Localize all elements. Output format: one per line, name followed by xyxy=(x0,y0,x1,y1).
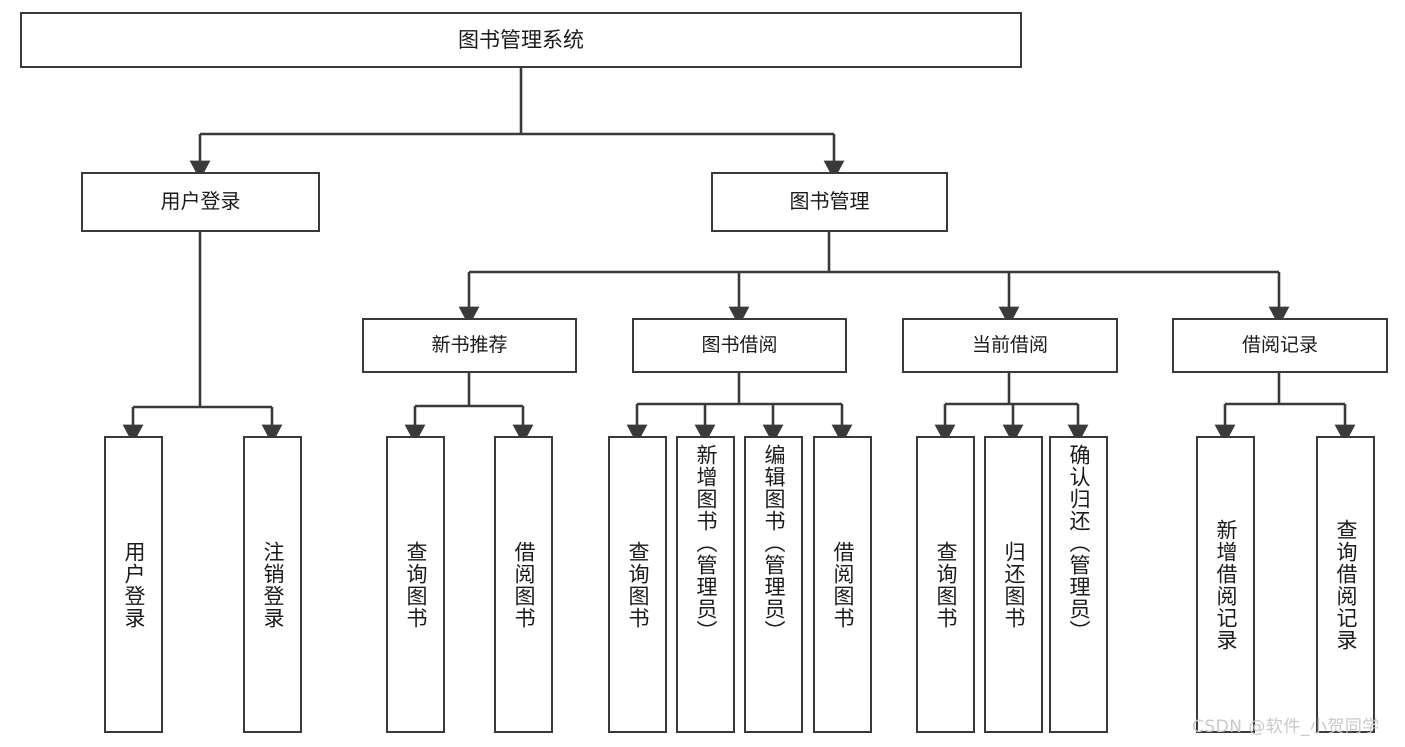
node-leaf-return-book-label: 归还图书 xyxy=(1002,540,1026,629)
node-leaf-confirm-return-label: 确认归还（管理员） xyxy=(1067,444,1091,642)
node-leaf-query-book-3[interactable]: 查询图书 xyxy=(916,436,975,733)
node-user-login-label: 用户登录 xyxy=(160,189,241,214)
node-leaf-borrow-book-2[interactable]: 借阅图书 xyxy=(813,436,872,733)
node-new-book-recommend[interactable]: 新书推荐 xyxy=(362,318,577,373)
node-leaf-query-record[interactable]: 查询借阅记录 xyxy=(1316,436,1375,733)
node-book-management-label: 图书管理 xyxy=(789,189,870,214)
node-leaf-return-book[interactable]: 归还图书 xyxy=(984,436,1043,733)
node-leaf-query-book-2[interactable]: 查询图书 xyxy=(608,436,667,733)
node-borrow-records-label: 借阅记录 xyxy=(1241,334,1318,357)
node-leaf-query-book-2-label: 查询图书 xyxy=(626,540,650,629)
node-leaf-borrow-book-2-label: 借阅图书 xyxy=(831,540,855,629)
node-borrow-records[interactable]: 借阅记录 xyxy=(1172,318,1388,373)
node-root[interactable]: 图书管理系统 xyxy=(20,12,1022,68)
node-leaf-borrow-book-1-label: 借阅图书 xyxy=(512,540,536,629)
node-user-login[interactable]: 用户登录 xyxy=(81,172,320,232)
node-book-borrow-label: 图书借阅 xyxy=(701,334,778,357)
node-leaf-logout-label: 注销登录 xyxy=(261,540,285,629)
node-leaf-query-book-1[interactable]: 查询图书 xyxy=(386,436,445,733)
node-leaf-logout[interactable]: 注销登录 xyxy=(243,436,302,733)
node-leaf-borrow-book-1[interactable]: 借阅图书 xyxy=(494,436,553,733)
node-leaf-add-book[interactable]: 新增图书（管理员） xyxy=(676,436,735,733)
node-new-book-recommend-label: 新书推荐 xyxy=(431,334,508,357)
node-current-borrow[interactable]: 当前借阅 xyxy=(902,318,1118,373)
node-book-management[interactable]: 图书管理 xyxy=(711,172,948,232)
node-leaf-query-book-1-label: 查询图书 xyxy=(404,540,428,629)
node-leaf-user-login[interactable]: 用户登录 xyxy=(104,436,163,733)
node-leaf-add-record-label: 新增借阅记录 xyxy=(1214,518,1238,651)
node-leaf-query-record-label: 查询借阅记录 xyxy=(1334,518,1358,651)
node-leaf-user-login-label: 用户登录 xyxy=(122,540,146,629)
node-leaf-edit-book-label: 编辑图书（管理员） xyxy=(762,444,786,642)
node-leaf-add-record[interactable]: 新增借阅记录 xyxy=(1196,436,1255,733)
node-current-borrow-label: 当前借阅 xyxy=(971,334,1048,357)
node-book-borrow[interactable]: 图书借阅 xyxy=(632,318,847,373)
node-leaf-edit-book[interactable]: 编辑图书（管理员） xyxy=(744,436,803,733)
node-leaf-query-book-3-label: 查询图书 xyxy=(934,540,958,629)
node-root-label: 图书管理系统 xyxy=(458,27,584,52)
node-leaf-add-book-label: 新增图书（管理员） xyxy=(694,444,718,642)
node-leaf-confirm-return[interactable]: 确认归还（管理员） xyxy=(1049,436,1108,733)
